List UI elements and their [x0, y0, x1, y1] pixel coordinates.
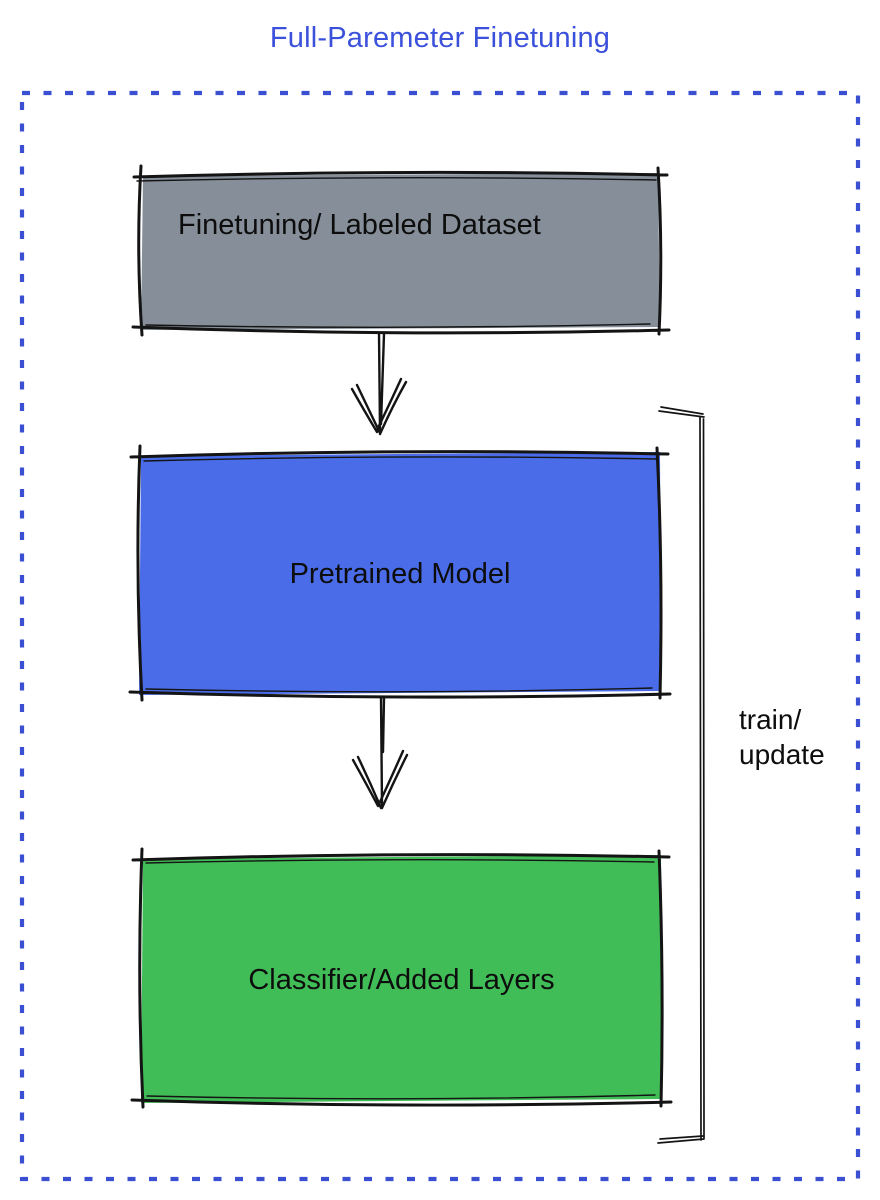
pretrained-box-label: Pretrained Model — [289, 557, 511, 590]
classifier-box-fill — [141, 855, 662, 1103]
container-dashed-border — [19, 90, 861, 1182]
pretrained-box-fill — [139, 452, 661, 695]
classifier-box-shape — [130, 847, 673, 1109]
arrow-down-icon-model-to-classifier — [351, 695, 409, 810]
dataset-box-shape — [131, 164, 671, 337]
train-update-annotation: train/ update — [739, 704, 825, 770]
arrow-down-icon-dataset-to-model — [350, 331, 408, 436]
pretrained-box-shape — [128, 444, 672, 702]
classifier-box-label: Classifier/Added Layers — [248, 964, 555, 996]
page-title: Full-Paremeter Finetuning — [269, 22, 611, 54]
dataset-box-label: Finetuning/ Labeled Dataset — [178, 209, 541, 241]
dataset-box-fill — [141, 173, 660, 330]
train-update-bracket — [657, 406, 705, 1144]
